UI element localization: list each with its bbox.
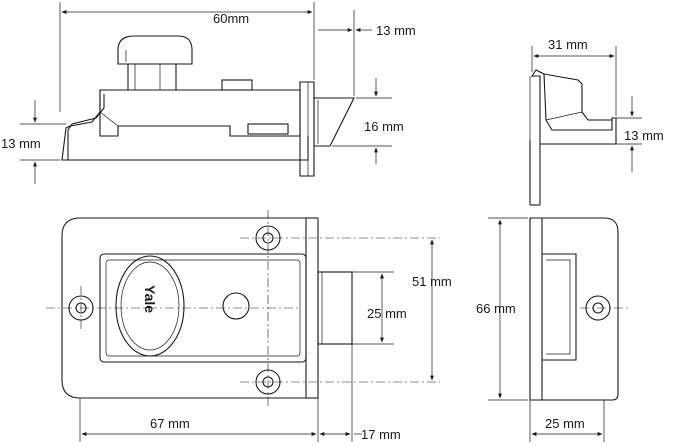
dim-side-height: 13 mm [624,128,664,143]
dim-front-bolt-height: 25 mm [367,306,407,321]
top-view [61,35,355,177]
top-dimensions [20,2,392,184]
dim-side-view-height: 66 mm [476,301,516,316]
side-view-bottom [529,217,630,401]
dim-front-width: 67 mm [150,416,190,431]
front-latch-bolt [317,271,353,345]
dim-front-bolt-width: 17 mm [361,427,401,442]
front-dimensions [79,239,434,442]
knob [117,35,193,65]
knob-spindle [127,64,177,90]
latch-bolt [313,97,355,147]
dim-side-width: 31 mm [548,37,588,52]
side-bottom-dimensions [488,217,605,442]
dim-top-left-height: 13 mm [1,136,41,151]
dim-top-length: 60mm [213,11,250,26]
dim-side-view-width: 25 mm [545,416,585,431]
lock-case [61,217,307,399]
dim-front-height: 51 mm [412,274,452,289]
lock-body-top [99,89,301,137]
side-view-top [529,69,617,206]
side-dimensions [531,46,642,172]
front-view [46,210,440,408]
brand-logo-text: Yale [142,285,158,314]
dim-top-bolt-height: 16 mm [364,119,404,134]
yale-key-cylinder [115,255,185,357]
dim-top-bolt-projection: 13 mm [376,23,416,38]
